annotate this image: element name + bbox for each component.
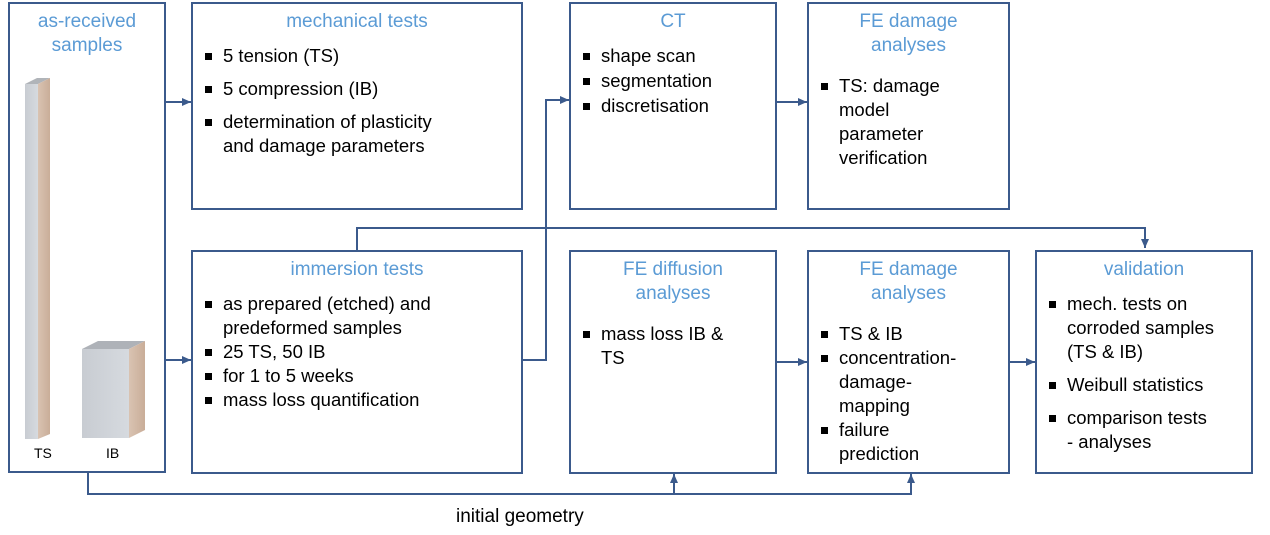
list-item: shape scan [581,44,712,68]
list-item: 25 TS, 50 IB [203,340,431,364]
list-item: TS & IB [819,322,956,346]
box-immersion-tests: immersion tests as prepared (etched) and… [191,250,523,474]
ib-sample-block [82,341,145,438]
box-ct: CT shape scan segmentation discretisatio… [569,2,777,210]
list-item: 5 tension (TS) [203,44,432,68]
list-item: Weibull statistics [1047,373,1214,397]
box-fe-diffusion: FE diffusion analyses mass loss IB &TS [569,250,777,474]
item-list: mass loss IB &TS [581,322,723,370]
list-item: mass loss IB &TS [581,322,723,370]
box-title: FE damage analyses [859,11,958,56]
list-item: discretisation [581,94,712,118]
initial-geometry-label: initial geometry [456,506,584,527]
box-fe-damage-bottom: FE damage analyses TS & IB concentration… [807,250,1010,474]
item-list: 5 tension (TS) 5 compression (IB) determ… [203,44,432,158]
list-item: for 1 to 5 weeks [203,364,431,388]
box-as-received-samples: as-received samples [8,2,166,473]
sample-prisms [25,78,145,439]
box-mechanical-tests: mechanical tests 5 tension (TS) 5 compre… [191,2,523,210]
arrow-imm-to-validation [356,227,1149,250]
box-title: FE diffusion analyses [623,259,723,304]
box-title: FE damage analyses [859,259,958,304]
list-item: comparison tests- analyses [1047,406,1214,454]
box-title: immersion tests [290,259,424,280]
box-title: CT [660,11,686,32]
list-item: concentration-damage-mapping [819,346,956,418]
ts-sample-bar [25,78,50,439]
item-list: TS & IB concentration-damage-mapping fai… [819,322,956,466]
box-title: mechanical tests [286,11,428,32]
ib-sample-label: IB [106,445,120,461]
list-item: 5 compression (IB) [203,77,432,101]
item-list: shape scan segmentation discretisation [581,44,712,118]
list-item: mass loss quantification [203,388,431,412]
box-title: validation [1103,259,1185,280]
box-title: as-received samples [37,11,137,56]
arrow-initial-geometry [87,473,915,495]
arrow-imm-to-ct [522,96,569,361]
list-item: segmentation [581,69,712,93]
ts-sample-label: TS [34,445,52,461]
